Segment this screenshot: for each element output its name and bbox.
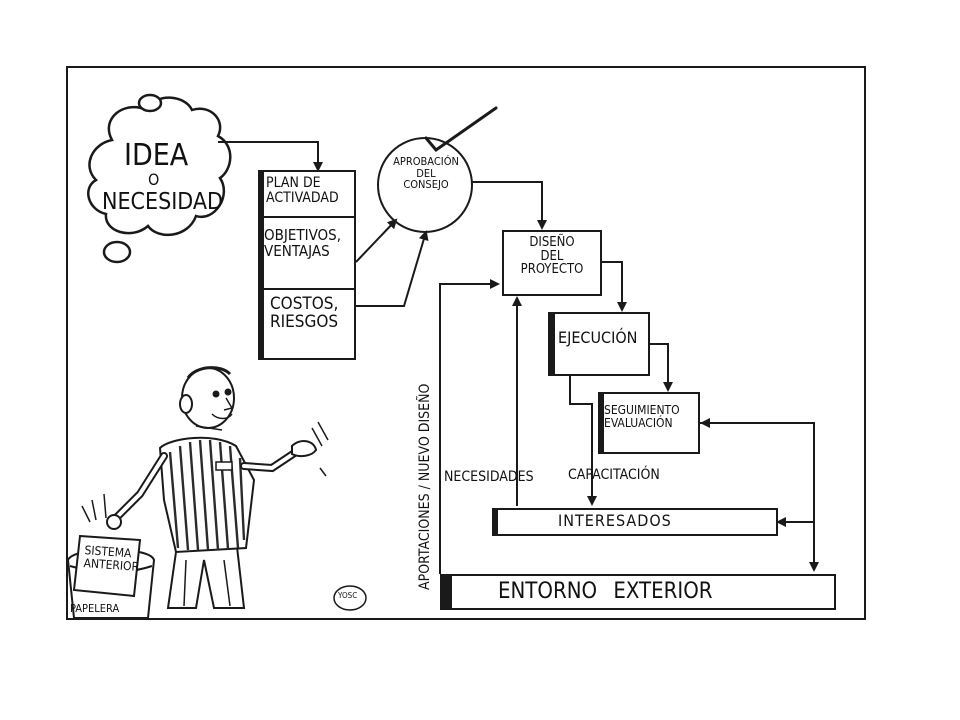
man-figure <box>106 366 329 609</box>
arrow-design-to-execution <box>602 261 627 312</box>
arrow-monitoring-to-environment <box>700 422 819 572</box>
paper-label: SISTEMA ANTERIOR <box>83 543 140 574</box>
approval-label: APROBACIÓN DEL CONSEJO <box>393 155 459 192</box>
idea-cloud <box>87 93 232 264</box>
signature-mark <box>333 585 367 611</box>
monitoring-label: SEGUIMIENTO EVALUACIÓN <box>604 403 680 430</box>
objectives-label: OBJETIVOS, VENTAJAS <box>264 226 342 260</box>
environment-label: ENTORNO EXTERIOR <box>498 579 713 604</box>
bin-label: PAPELERA <box>70 602 120 615</box>
execution-label: EJECUCIÓN <box>558 328 638 347</box>
arrow-idea-to-plan <box>218 141 323 172</box>
contributions-label: APORTACIONES / NUEVO DISEÑO <box>417 383 433 590</box>
idea-or-label: O <box>148 170 160 189</box>
flow-connectors <box>218 141 819 574</box>
paper-sheet <box>72 493 142 598</box>
costs-label: COSTOS, RIESGOS <box>270 294 339 332</box>
monitoring-box <box>598 392 700 454</box>
arrow-approval-to-design <box>472 181 547 230</box>
name-badge <box>215 461 233 471</box>
plan-divider-1 <box>262 216 354 218</box>
checkmark-icon <box>424 106 498 153</box>
design-box <box>502 230 602 296</box>
necessity-label: NECESIDAD <box>102 189 223 215</box>
arrow-costs-to-approval <box>356 230 429 307</box>
plan-stack <box>258 170 356 360</box>
needs-label: NECESIDADES <box>444 469 534 485</box>
plan-divider-2 <box>262 288 354 290</box>
plan-label: PLAN DE ACTIVADAD <box>266 175 339 206</box>
cloud-puff-small <box>137 93 163 113</box>
design-label: DISEÑO DEL PROYECTO <box>520 235 584 278</box>
arrow-objectives-to-approval <box>355 218 398 263</box>
stakeholders-label: INTERESADOS <box>558 511 672 530</box>
arrow-contributions-to-design <box>439 279 500 574</box>
cloud-puff-bottom <box>102 240 132 264</box>
arrow-execution-to-monitoring <box>650 343 673 392</box>
environment-box <box>440 574 836 610</box>
idea-label: IDEA <box>124 138 189 173</box>
stakeholders-box <box>492 508 778 536</box>
signature-text: YOSC <box>338 591 358 600</box>
training-label: CAPACITACIÓN <box>568 467 660 483</box>
arrow-execution-to-stakeholders <box>569 376 597 506</box>
execution-box <box>548 312 650 376</box>
